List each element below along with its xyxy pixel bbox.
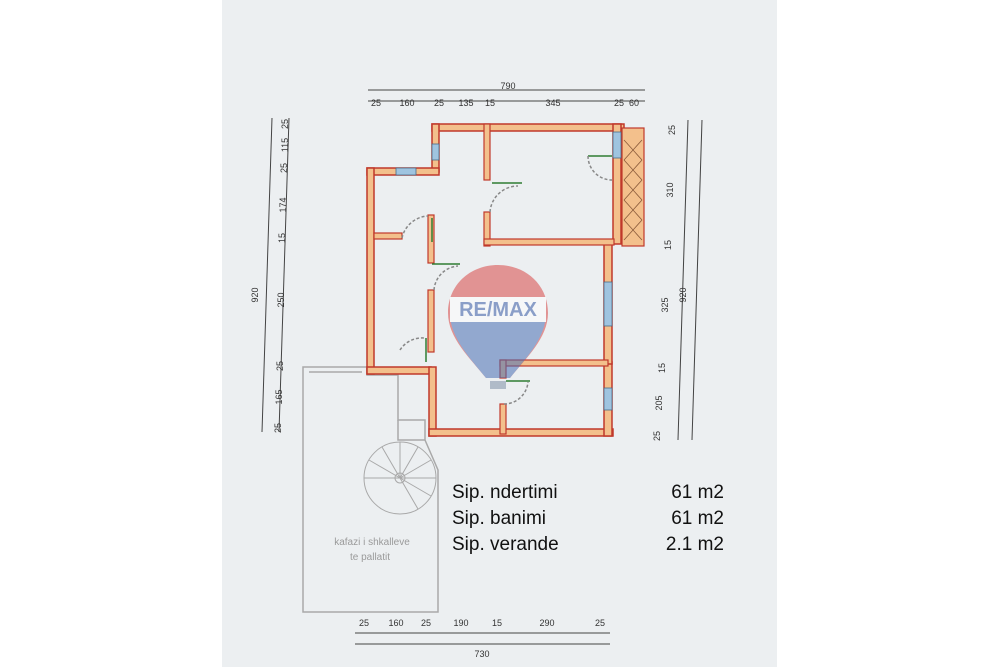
- interior-walls: [373, 123, 615, 435]
- dim-left-seg: 15: [277, 233, 287, 243]
- area-value: 2.1 m2: [665, 534, 724, 555]
- dim-right-seg: 310: [665, 182, 675, 197]
- balcony: [621, 127, 645, 247]
- dim-bottom-segments: 25 160 25 190 15 290 25: [359, 618, 605, 628]
- dim-bottom-seg: 290: [539, 618, 554, 628]
- dim-right-seg: 25: [667, 125, 677, 135]
- door-top-room: [489, 182, 522, 213]
- dim-left-seg: 174: [278, 197, 288, 212]
- dim-bottom-seg: 15: [492, 618, 502, 628]
- dim-bottom-seg: 190: [453, 618, 468, 628]
- area-summary: Sip. ndertimi 61 m2 Sip. banimi 61 m2 Si…: [452, 480, 724, 558]
- dim-left-seg: 25: [275, 361, 285, 371]
- dim-left-segments: 25 115 25 174 15 250 25 165 25: [273, 119, 290, 433]
- area-row: Sip. ndertimi 61 m2: [452, 480, 724, 506]
- area-label: Sip. ndertimi: [452, 482, 558, 503]
- dim-bottom-total: 730: [474, 649, 489, 659]
- dim-right-seg: 25: [652, 431, 662, 441]
- dimension-lines: [261, 89, 703, 645]
- dim-top-segments: 25 160 25 135 15 345 25 60: [371, 98, 639, 108]
- dim-bottom-seg: 25: [595, 618, 605, 628]
- dim-left-seg: 115: [280, 138, 290, 152]
- dim-left-seg: 250: [276, 292, 286, 307]
- door-left-lower: [399, 337, 427, 362]
- dim-top-seg: 25: [434, 98, 444, 108]
- dim-right-seg: 205: [654, 395, 664, 410]
- dim-top-seg: 25: [614, 98, 624, 108]
- area-value: 61 m2: [671, 508, 724, 529]
- area-row: Sip. verande 2.1 m2: [452, 532, 724, 558]
- area-value: 61 m2: [671, 482, 724, 503]
- dim-top-seg: 160: [399, 98, 414, 108]
- dim-left-seg: 25: [273, 423, 283, 433]
- dim-top-total: 790: [500, 81, 515, 91]
- remax-logo: RE/MAX: [448, 265, 548, 389]
- area-label: Sip. banimi: [452, 508, 546, 529]
- dim-left-seg: 165: [274, 389, 284, 404]
- dim-right-seg: 15: [663, 240, 673, 250]
- dim-left-seg: 25: [279, 163, 289, 173]
- stairwell: [302, 366, 439, 613]
- area-row: Sip. banimi 61 m2: [452, 506, 724, 532]
- dim-bottom-seg: 25: [359, 618, 369, 628]
- area-label: Sip. verande: [452, 534, 559, 555]
- dim-bottom-seg: 160: [388, 618, 403, 628]
- dim-right-segments: 25 310 15 325 15 205 25: [652, 125, 677, 441]
- doors: [399, 155, 613, 405]
- windows: [395, 131, 622, 411]
- dim-bottom-seg: 25: [421, 618, 431, 628]
- door-center: [432, 263, 460, 291]
- dim-top-seg: 15: [485, 98, 495, 108]
- door-left-upper: [401, 215, 433, 242]
- dim-left-total: 920: [250, 287, 260, 302]
- remax-logo-text: RE/MAX: [459, 299, 537, 321]
- stairwell-label-line2: te pallatit: [350, 552, 390, 563]
- door-bottom-room: [503, 380, 530, 405]
- dim-right-seg: 15: [657, 363, 667, 373]
- dim-top-seg: 25: [371, 98, 381, 108]
- dim-right-total: 920: [678, 287, 688, 302]
- dim-right-seg: 325: [660, 297, 670, 312]
- door-top-right: [587, 155, 613, 181]
- dim-top-seg: 60: [629, 98, 639, 108]
- dim-top-seg: 135: [458, 98, 473, 108]
- dim-top-seg: 345: [545, 98, 560, 108]
- stairwell-label-line1: kafazi i shkalleve: [334, 537, 410, 548]
- spiral-stair: [363, 441, 437, 515]
- dim-left-seg: 25: [280, 119, 290, 129]
